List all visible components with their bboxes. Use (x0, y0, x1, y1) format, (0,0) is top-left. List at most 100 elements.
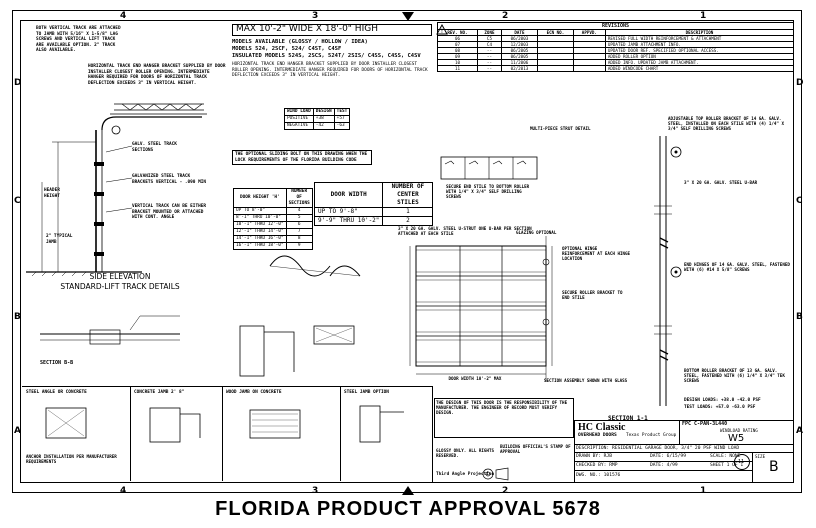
glossy-note: GLOSSY ONLY. ALL RIGHTS RESERVED. (436, 448, 494, 458)
top-roller-note: ADJUSTABLE TOP ROLLER BRACKET OF 14 GA. … (668, 116, 784, 131)
rev-bubble: 11 (734, 454, 750, 470)
size-label: SIZE (755, 454, 766, 459)
divider (222, 386, 223, 481)
zone-right-d: D (796, 78, 804, 88)
divider (130, 386, 131, 481)
detail-2-title: CONCRETE JAMB 2' 8" (134, 390, 185, 395)
revision-cell: 11 (437, 65, 478, 72)
zone-right-c: C (796, 196, 803, 206)
zone-left-d: D (14, 78, 22, 88)
height-cell: 5 (285, 214, 313, 222)
section-b-drawing (40, 315, 180, 345)
eng-note: THE DESIGN OF THIS DOOR IS THE RESPONSIB… (436, 400, 568, 415)
drawn-date: DATE: 6/15/99 (650, 454, 686, 459)
test-loads: TEST LOADS: +57.0 -63.0 PSF (684, 405, 756, 410)
zone-left-c: C (14, 196, 21, 206)
height-cell: 9 (285, 242, 313, 250)
height-row: 14'-1" THRU 16'-0"8 (233, 235, 313, 243)
title-block (574, 420, 794, 483)
logo-area: HC Classic OVERHEAD DOORS Texas Product … (574, 420, 680, 445)
steel-track-label: GALV. STEEL TRACK SECTIONS (132, 142, 177, 153)
width-cell: 2 (382, 216, 434, 226)
width-col-1: DOOR WIDTH (313, 182, 384, 208)
description: DESCRIPTION: RESIDENTIAL GARAGE DOOR, 3/… (576, 446, 740, 451)
strut-note: 3" X 20 GA. GALV. STEEL U-STRUT ONE U-BA… (398, 226, 532, 236)
sticker-note: THE OPTIONAL SLIDING BOLT ON THIS DRAWIN… (232, 150, 372, 165)
models-available: MODELS AVAILABLE (GLOSSY / HOLLOW / IDEA… (232, 39, 368, 45)
third-angle: Third Angle Projection (436, 472, 495, 477)
tb-line (574, 470, 752, 471)
height-cell: 6 (285, 221, 313, 229)
windcode-header-1: DESIGN (312, 108, 335, 116)
bottom-roller-note: BOTTOM ROLLER BRACKET OF 13 GA. GALV. ST… (684, 368, 785, 383)
height-col-1: DOOR HEIGHT 'H' (233, 188, 287, 208)
checked-date: DATE: 4/99 (650, 463, 678, 468)
windcode-cell: -42 (312, 122, 335, 130)
height-cell: 8 (285, 235, 313, 243)
width-col-2: NUMBER OF CENTER STILES (382, 182, 434, 208)
model-line-1: MODELS 524, 2SCF, 524/ C4ST, C4SF (232, 46, 342, 52)
side-elevation-drawing (26, 103, 207, 277)
revision-cell: -- (476, 65, 502, 72)
company-address: Texas Product Group (626, 433, 677, 438)
height-cell: 7 (285, 228, 313, 236)
zone-top-4: 4 (120, 11, 127, 21)
galv-steel-label: GALVANIZED STEEL TRACK BRACKETS VERTICAL… (132, 174, 207, 185)
section-label: SECTION 1-1 (608, 415, 648, 422)
zone-top-2: 2 (502, 11, 509, 21)
zone-bot-1: 1 (700, 486, 707, 496)
end-hinge-note: END HINGES OF 14 GA. GALV. STEEL, FASTEN… (684, 262, 790, 272)
company-sub: OVERHEAD DOORS (578, 433, 617, 438)
dwg-no: DWG. NO.: 101576 (576, 473, 621, 478)
detail-strip (22, 386, 432, 481)
drawn-by: DRAWN BY: RJB (576, 454, 612, 459)
detail-4-title: STEEL JAMB OPTION (344, 390, 389, 395)
max-size-label: MAX 10'-2" WIDE X 18'-0" HIGH (236, 24, 378, 34)
zone-top-1: 1 (700, 11, 707, 21)
zone-bot-2: 2 (502, 486, 509, 496)
stamp-note: BUILDING OFFICIAL'S STAMP OF APPROVAL (500, 444, 571, 454)
company-logo: HC Classic (578, 422, 626, 433)
detail-3-title: WOOD JAMB ON CONCRETE (226, 390, 282, 395)
door-elevation-drawing (409, 236, 553, 382)
footer-title: FLORIDA PRODUCT APPROVAL 5678 (215, 498, 601, 520)
section-b-label: SECTION B-B (40, 360, 74, 366)
form-no: FPC C-PAN-3L440 (682, 421, 728, 427)
max-size-box (232, 24, 432, 36)
revision-cell (536, 65, 574, 72)
model-label: WINDLOAD RATING (720, 428, 758, 433)
width-table: DOOR WIDTH NUMBER OF CENTER STILES UP TO… (313, 182, 434, 226)
seal-note: SECURE ROLLER BRACKET TO END STILE (562, 290, 623, 300)
width-cell: 9'-9" THRU 10'-2" (313, 216, 384, 226)
windcode-cell: NEGATIVE (284, 122, 314, 130)
windcode-cell: +38 (312, 115, 335, 123)
center-arrow-bottom-icon (402, 486, 414, 495)
revision-cell (572, 65, 606, 72)
header-height-label: HEADER HEIGHT (44, 188, 60, 199)
size-value: B (769, 459, 779, 475)
center-arrow-top-icon (402, 12, 414, 21)
horizontal-hanger-note: HORIZONTAL TRACK END HANGER BRACKET SUPP… (88, 64, 226, 86)
height-cell: 10'-1" THRU 12'-0" (233, 221, 287, 229)
design-loads: DESIGN LOADS: +38.0 -42.0 PSF (684, 398, 761, 403)
std-lift-title: STANDARD-LIFT TRACK DETAILS (60, 282, 180, 291)
jamb-label: 2" TYPICAL JAMB (46, 234, 73, 245)
tb-line (574, 452, 794, 453)
windcode-table: WIND LOAD DESIGN TEST POSITIVE +38 +57 N… (284, 108, 351, 130)
width-row: UP TO 9'-8"1 (313, 207, 434, 217)
track-note: BOTH VERTICAL TRACK ARE ATTACHED TO JAMB… (36, 26, 121, 53)
revisions-title: REVISIONS (437, 22, 794, 29)
windcode-header-2: TEST (333, 108, 351, 116)
windcode-header-0: WIND LOAD (284, 108, 314, 116)
vertical-track-label: VERTICAL TRACK CAN BE EITHER BRACKET MOU… (132, 204, 207, 220)
zone-bot-4: 4 (120, 486, 127, 496)
drawing-border (20, 20, 794, 483)
revision-cell: ADDED WINDCODE CHART (604, 65, 795, 72)
height-col-2: NUMBER OF SECTIONS (285, 188, 313, 208)
revision-cell: 02/2013 (500, 65, 538, 72)
header-note: HORIZONTAL TRACK END HANGER BRACKET SUPP… (232, 62, 428, 79)
model-area: FPC C-PAN-3L440 WINDLOAD RATING W5 (680, 420, 794, 445)
zone-left-b: B (14, 312, 21, 322)
width-row: 9'-9" THRU 10'-2"2 (313, 216, 434, 226)
divider (340, 386, 341, 481)
